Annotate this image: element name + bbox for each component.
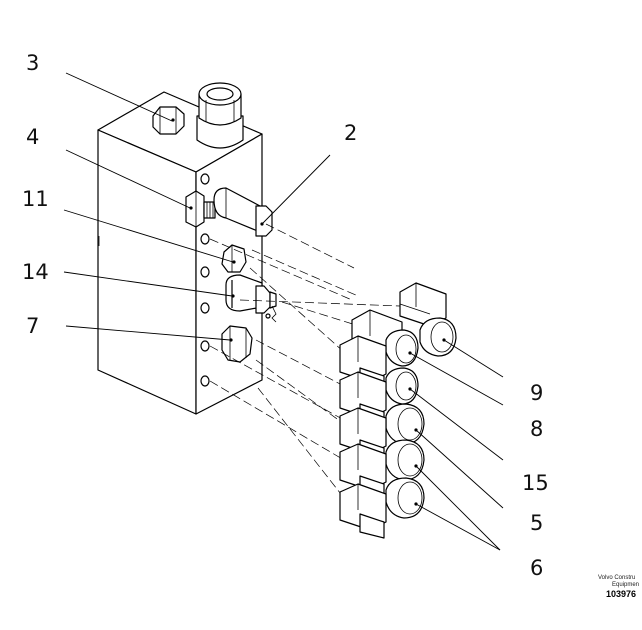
callout-3: 3: [26, 51, 39, 75]
callout-4: 4: [26, 125, 39, 149]
callout-9: 9: [530, 381, 543, 405]
callout-labels: 3 4 11 14 7 2 9 8 15 5 6: [22, 51, 549, 580]
valve-item-14: [225, 274, 277, 323]
callout-8: 8: [530, 417, 543, 441]
image-credit: Volvo Constru Equipmen 103976: [598, 575, 639, 599]
credit-line-1: Volvo Constru: [598, 575, 635, 581]
top-hose-fitting: [196, 82, 244, 149]
credit-line-2: Equipmen: [612, 582, 639, 588]
callout-2: 2: [344, 121, 357, 145]
plug-item-7: [221, 325, 253, 363]
callout-6: 6: [530, 556, 543, 580]
document-number: 103976: [606, 589, 636, 599]
solenoid-item-9: [399, 282, 457, 357]
callout-7: 7: [26, 314, 39, 338]
callout-15: 15: [522, 471, 549, 495]
cartridge-item-2: [213, 187, 273, 237]
fitting-item-4: [185, 190, 216, 228]
assembly-dash-lines: [209, 223, 401, 499]
plug-item-3: [152, 106, 185, 135]
callout-11: 11: [22, 187, 49, 211]
leader-lines: [63, 72, 504, 551]
callout-5: 5: [530, 511, 543, 535]
valve-block-left-face: [97, 129, 197, 415]
solenoid-row-7: [339, 483, 387, 539]
valve-block-port-holes: [200, 173, 210, 387]
callout-14: 14: [22, 260, 49, 284]
